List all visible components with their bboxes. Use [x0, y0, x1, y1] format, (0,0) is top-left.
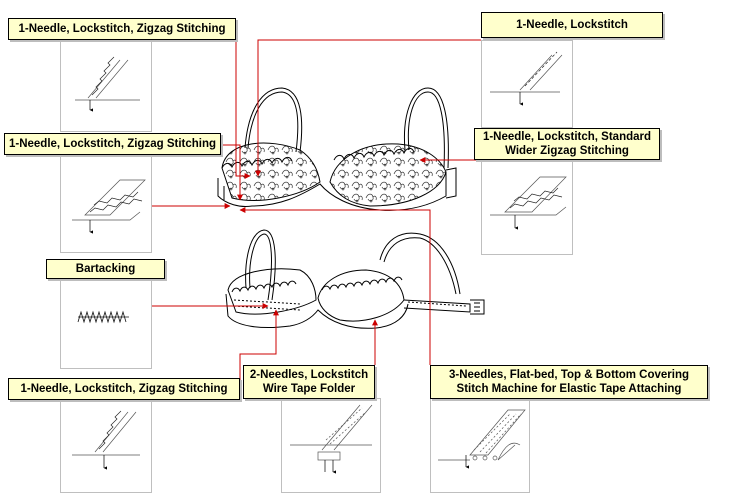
leader-lines — [152, 30, 481, 383]
stitch-icon-elastic — [438, 409, 526, 469]
stitch-panel-mid-right — [481, 160, 573, 255]
stitch-icon-lockstitch — [490, 51, 563, 106]
label-mid-left: 1-Needle, Lockstitch, Zigzag Stitching — [4, 133, 221, 155]
leader-top-left — [235, 30, 251, 179]
bra-inner-drawing — [225, 229, 485, 329]
stitch-icon-zigzag-2 — [72, 179, 146, 234]
leader-bottom-left — [239, 309, 279, 383]
bra-lace-drawing — [217, 87, 457, 211]
label-bartacking: Bartacking — [46, 259, 165, 279]
stitch-panel-bottom-left — [60, 398, 152, 493]
stitch-icon-zigzag-3 — [72, 410, 140, 470]
label-bottom-left: 1-Needle, Lockstitch, Zigzag Stitching — [8, 378, 240, 400]
label-elastic: 3-Needles, Flat-bed, Top & Bottom Coveri… — [430, 365, 708, 399]
leader-elastic — [239, 207, 431, 365]
stitch-icon-zigzag-1 — [75, 56, 140, 112]
stitch-panel-mid-left — [60, 155, 152, 253]
leader-mid-left-a — [221, 144, 243, 201]
label-wire-tape: 2-Needles, Lockstitch Wire Tape Folder — [243, 365, 375, 399]
stitch-icon-wide-zigzag — [490, 176, 567, 230]
label-mid-right: 1-Needle, Lockstitch, Standard Wider Zig… — [474, 128, 660, 160]
label-top-left: 1-Needle, Lockstitch, Zigzag Stitching — [8, 18, 236, 40]
stitch-panel-bartacking — [60, 277, 152, 369]
label-top-right: 1-Needle, Lockstitch — [481, 12, 663, 38]
leader-top-right — [255, 39, 481, 177]
stitch-icon-bartack — [77, 310, 129, 324]
stitch-icon-wire-tape — [290, 404, 373, 472]
